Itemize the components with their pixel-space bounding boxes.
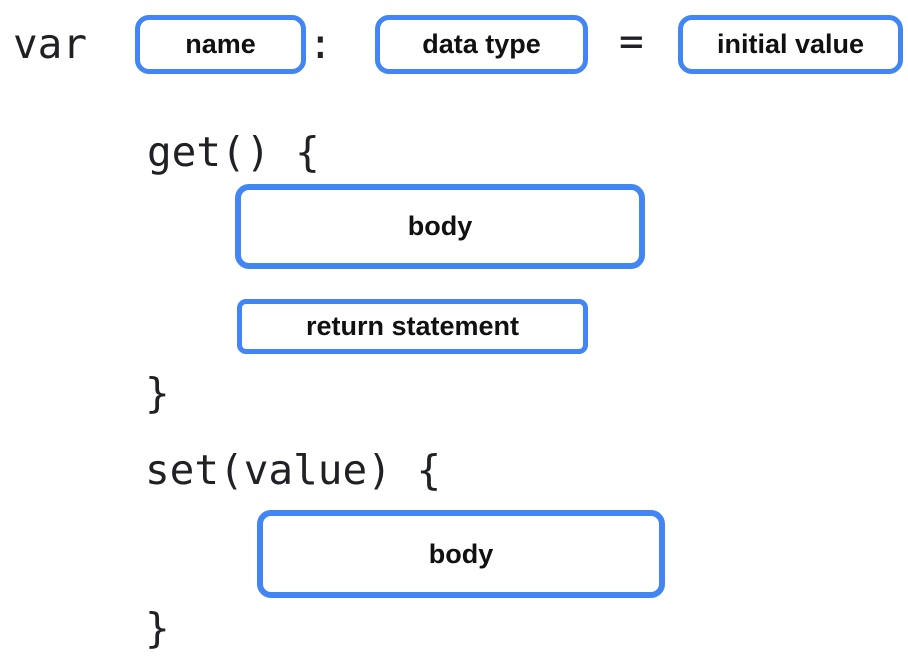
getter-body-placeholder-box: body <box>235 184 645 269</box>
name-placeholder-label: name <box>185 29 256 59</box>
setter-closing-brace: } <box>145 604 170 652</box>
colon-symbol: : <box>308 20 333 68</box>
initial-value-placeholder-label: initial value <box>716 29 865 59</box>
var-keyword: var <box>13 20 88 68</box>
setter-body-placeholder-box: body <box>257 510 665 598</box>
data-type-placeholder-box: data type <box>375 15 588 74</box>
getter-signature: get() { <box>147 128 320 176</box>
name-placeholder-box: name <box>135 15 306 74</box>
getter-closing-brace: } <box>145 369 170 417</box>
setter-signature: set(value) { <box>145 446 442 494</box>
return-statement-placeholder-box: return statement <box>237 299 588 354</box>
data-type-placeholder-label: data type <box>422 29 541 59</box>
return-statement-placeholder-label: return statement <box>305 311 520 341</box>
getter-body-placeholder-label: body <box>407 211 473 241</box>
initial-value-placeholder-box: initial value <box>678 15 903 74</box>
setter-body-placeholder-label: body <box>428 538 494 569</box>
equals-symbol: = <box>619 17 644 65</box>
